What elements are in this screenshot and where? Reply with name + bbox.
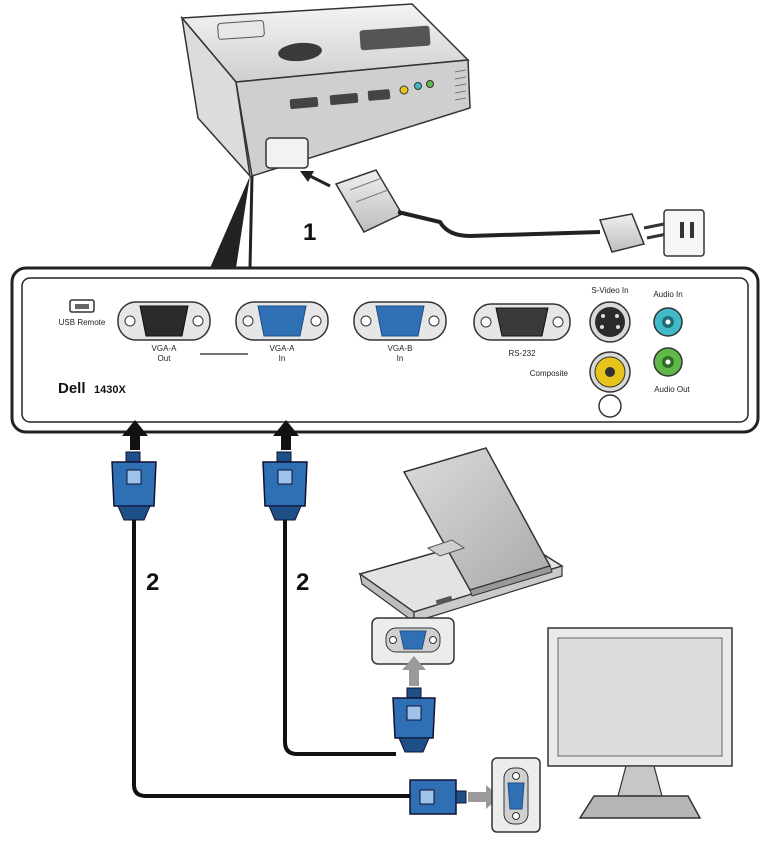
audio-out-port: Audio Out: [653, 347, 691, 394]
model-number: 1430X: [94, 384, 126, 396]
rs232-label: RS-232: [508, 349, 536, 358]
rear-panel: USB Remote VGA-A Out VGA-A In: [10, 266, 760, 434]
audio-in-port: Audio In: [653, 290, 683, 337]
s-video-in-label: S-Video In: [591, 286, 628, 295]
vga-b-in-label-2: In: [397, 354, 404, 363]
callout-2-left: 2: [146, 569, 159, 596]
callout-1: 1: [303, 219, 316, 246]
monitor-vga-port: [491, 757, 541, 833]
monitor-vga-connector: [409, 779, 467, 815]
arrow-up-icon: [402, 656, 426, 686]
power-cord: 1: [300, 169, 705, 257]
arrow-up-icon: [273, 420, 299, 450]
arrow-up-icon: [122, 420, 148, 450]
usb-remote-port: USB Remote: [59, 299, 106, 327]
vga-a-in-port: VGA-A In: [235, 301, 329, 363]
composite-label: Composite: [530, 369, 569, 378]
brand-name: Dell: [58, 380, 86, 397]
s-video-in-port: S-Video In: [589, 286, 631, 343]
vga-a-out-label-2: Out: [158, 354, 172, 363]
audio-out-label: Audio Out: [654, 385, 690, 394]
laptop-vga-port: [371, 617, 455, 665]
rs232-port: RS-232: [473, 303, 571, 358]
brand-label: Dell 1430X: [58, 380, 126, 397]
monitor: [547, 627, 733, 819]
vga-cable-left: 2: [111, 451, 410, 798]
vga-a-out-port: VGA-A Out: [117, 301, 211, 363]
vga-a-in-label-1: VGA-A: [270, 344, 296, 353]
vga-a-in-label-2: In: [279, 354, 286, 363]
vga-b-in-port: VGA-B In: [353, 301, 447, 363]
laptop: [358, 447, 564, 624]
composite-port: Composite: [530, 351, 631, 418]
laptop-vga-connector: [392, 687, 436, 753]
vga-a-out-label-1: VGA-A: [152, 344, 178, 353]
usb-remote-label: USB Remote: [59, 318, 106, 327]
projector: [180, 3, 471, 269]
vga-cable-right: 2: [262, 451, 396, 756]
vga-b-in-label-1: VGA-B: [388, 344, 413, 353]
callout-2-right: 2: [296, 569, 309, 596]
audio-in-label: Audio In: [653, 290, 682, 299]
